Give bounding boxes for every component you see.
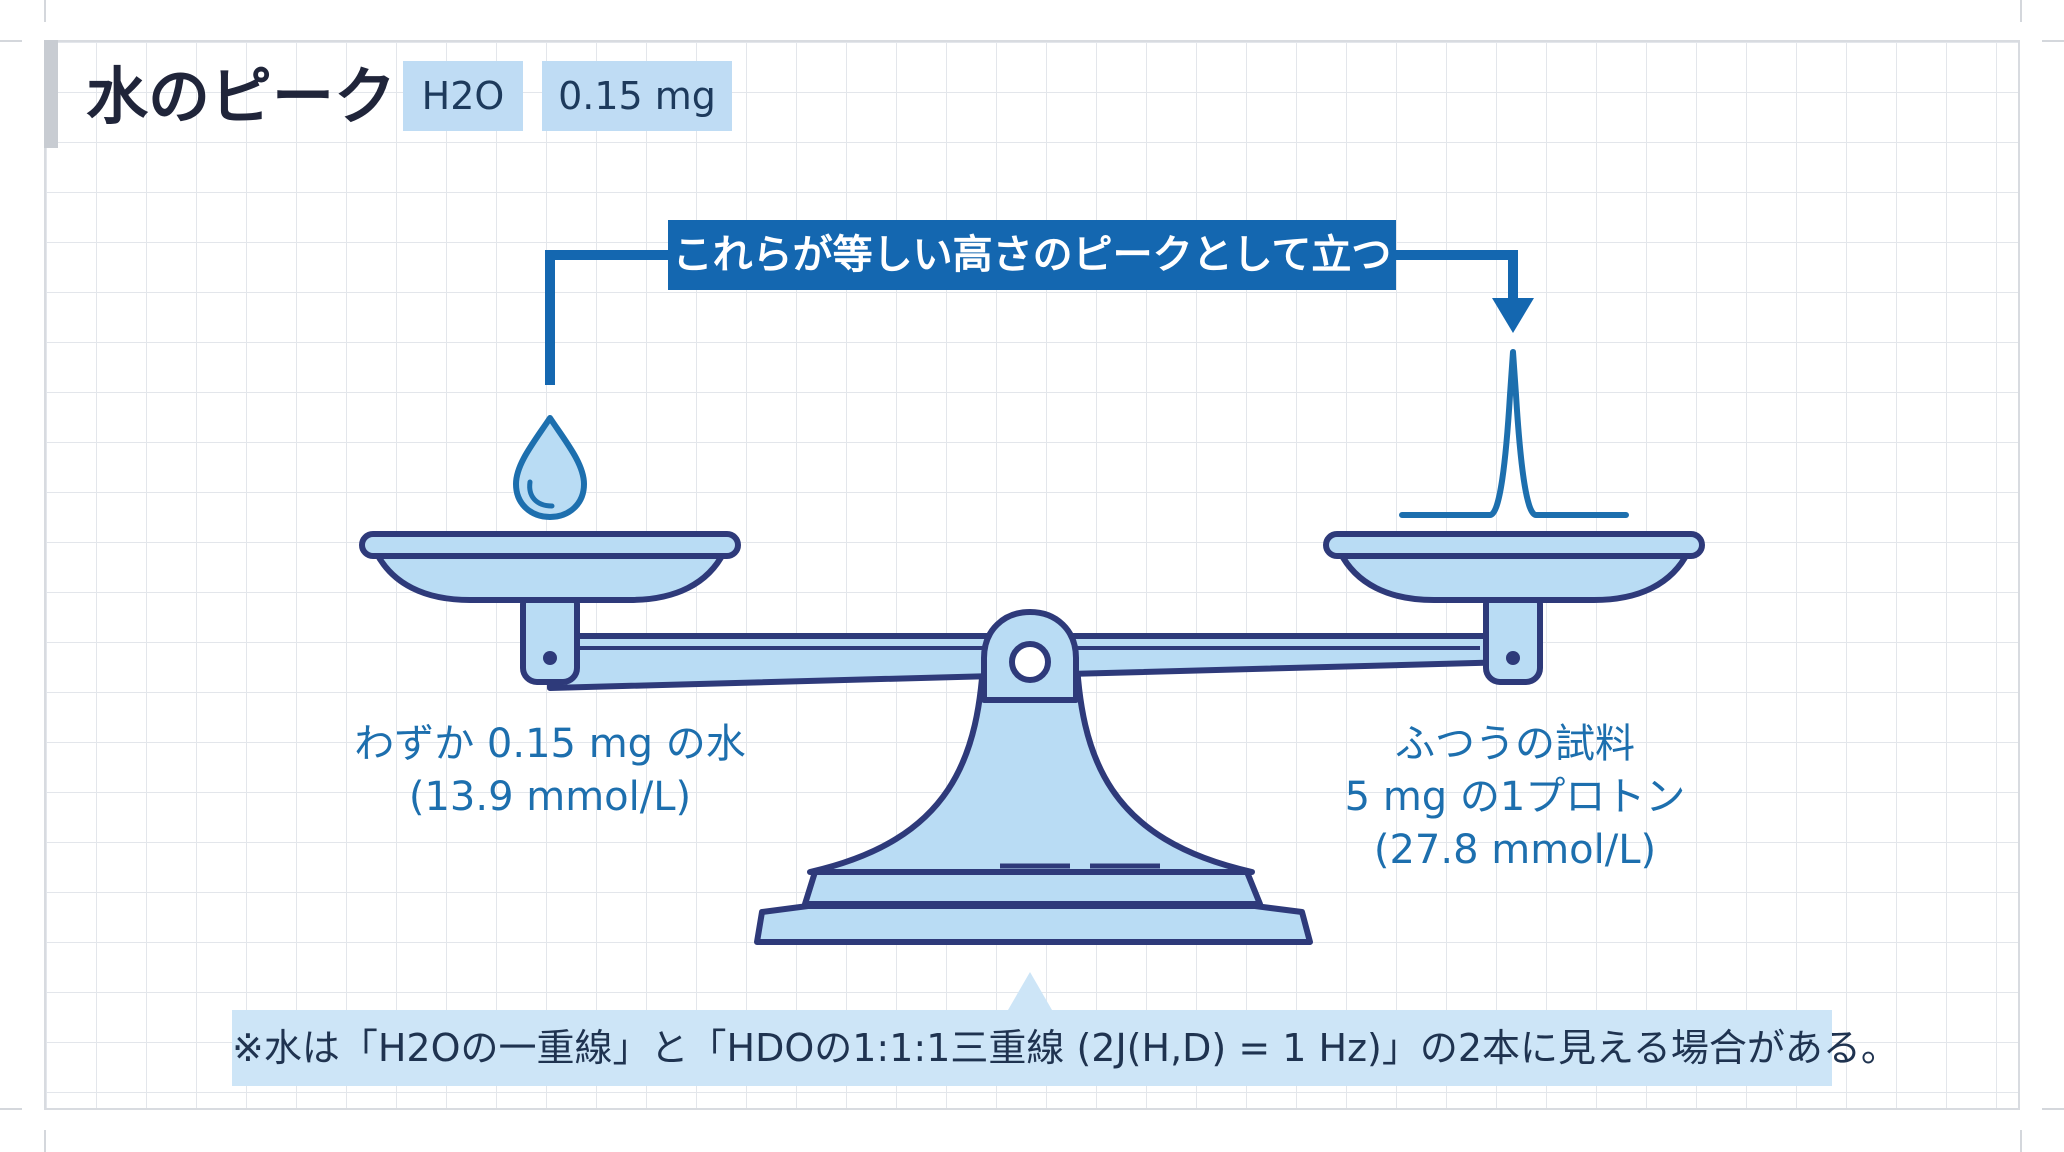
- left-pan-label: わずか 0.15 mg の水 (13.9 mmol/L): [340, 718, 760, 824]
- frame-tick: [2020, 0, 2022, 22]
- right-pan-label-line: 5 mg の1プロトン: [1344, 774, 1686, 820]
- frame-tick: [44, 1130, 46, 1152]
- frame-tick: [2042, 40, 2064, 42]
- page-frame: [44, 40, 2020, 1110]
- pivot: [981, 609, 1079, 703]
- right-pan-label-line: ふつうの試料: [1395, 721, 1635, 767]
- right-hanger: [1483, 587, 1543, 685]
- frame-tick: [2020, 1130, 2022, 1152]
- right-pan: [1323, 531, 1705, 603]
- formula-chip: H2O: [403, 61, 523, 131]
- left-hanger: [520, 587, 580, 685]
- left-pan-label-line: わずか 0.15 mg の水: [354, 721, 746, 767]
- arrow-head-icon: [1492, 298, 1534, 333]
- mass-chip: 0.15 mg: [542, 61, 732, 131]
- header-accent-bar: [44, 40, 58, 148]
- footnote: ※水は「H2Oの一重線」と「HDOの1:1:1三重線 (2J(H,D) = 1 …: [232, 1010, 1899, 1086]
- scale-base: [754, 643, 1313, 945]
- right-pan-label: ふつうの試料 5 mg の1プロトン (27.8 mmol/L): [1315, 718, 1715, 877]
- frame-tick: [44, 0, 46, 22]
- frame-tick: [0, 40, 22, 42]
- left-pan: [359, 531, 741, 603]
- frame-tick: [2042, 1108, 2064, 1110]
- frame-tick: [0, 1108, 22, 1110]
- water-drop-icon: [513, 415, 587, 520]
- left-pan-label-line: (13.9 mmol/L): [408, 774, 692, 820]
- note-pointer: [1008, 972, 1052, 1010]
- right-pan-label-line: (27.8 mmol/L): [1373, 827, 1657, 873]
- page-title: 水のピーク: [86, 60, 397, 133]
- nmr-peak-icon: [1399, 349, 1629, 518]
- connector-arrow: [545, 250, 1518, 385]
- equal-height-callout: これらが等しい高さのピークとして立つ: [668, 220, 1396, 290]
